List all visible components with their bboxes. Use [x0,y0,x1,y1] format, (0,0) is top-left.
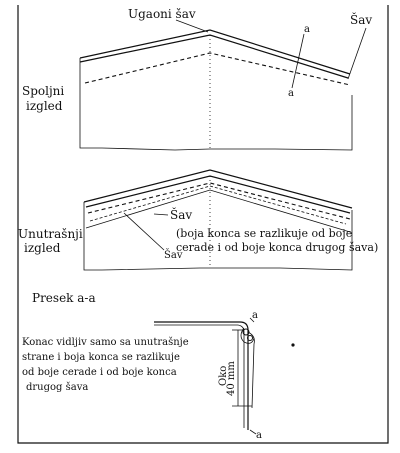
marker-a-top: a [304,24,310,35]
section-fabric-bend-2 [237,324,245,428]
section-marker-line-top [249,317,255,323]
seam-bottom-label: Šav [164,249,183,261]
dimension-label-1: Oko [218,366,229,386]
visible-note-line-1: Konac vidljiv samo sa unutrašnje [22,337,189,348]
inner-panel-bottom-edge [101,210,353,271]
outer-panel-seam-dashed [84,52,351,86]
stray-mark [291,343,295,347]
visible-note-line-4: drugog šava [26,382,88,393]
inner-view-panel [83,169,353,271]
inner-panel-hem-dashed [89,185,347,225]
frame-left-edge [17,5,389,444]
outer-panel-bottom-edge [101,95,353,151]
outer-panel-ridge [79,29,351,75]
section-marker-line-bottom [249,429,257,435]
seam-note-line-2: cerade i od boje konca drugog šava) [176,241,378,254]
inner-panel-ridge-2 [85,175,351,214]
visible-note-line-3: od boje cerade i od boje konca [22,367,177,378]
seam-mid-label: Šav [170,206,192,222]
inner-view-label-1: Unutrašnji [18,227,83,241]
inner-panel-ridge [83,169,353,209]
seam-note-line-1: (boja konca se razlikuje od boje [176,227,352,240]
marker-a1-top: a [288,88,294,99]
section-drawing [154,317,295,435]
visible-note-line-2: strane i boja konca se razlikuje [22,352,180,363]
dimension-label-2: 40 mm [226,361,237,396]
inner-view-label-2: izgled [24,241,61,255]
outer-panel-ridge-inner [79,34,349,79]
section-hem-fold [247,331,255,409]
section-title: Presek a-a [32,291,96,305]
seam-top-label: Šav [350,11,372,27]
corner-seam-label: Ugaoni šav [128,7,196,21]
section-line-a-top [291,33,305,89]
section-stitch-1 [242,328,250,336]
seam-bottom-leader [123,212,165,251]
marker-a1-section: a [256,430,262,441]
outer-view-label-2: izgled [26,99,63,113]
section-thread [240,327,255,344]
outer-view-label-1: Spoljni [22,84,64,98]
section-stitch-2 [247,335,253,341]
seam-top-leader [347,27,367,80]
inner-panel-hem [85,189,351,233]
corner-seam-leader [175,19,209,33]
seam-mid-leader [153,213,169,216]
marker-a-section: a [252,310,258,321]
outer-panel-left-edge [79,58,102,149]
inner-panel-seam-dashed [87,182,351,220]
inner-panel-left-edge [83,202,102,271]
outer-view-panel [79,19,367,151]
